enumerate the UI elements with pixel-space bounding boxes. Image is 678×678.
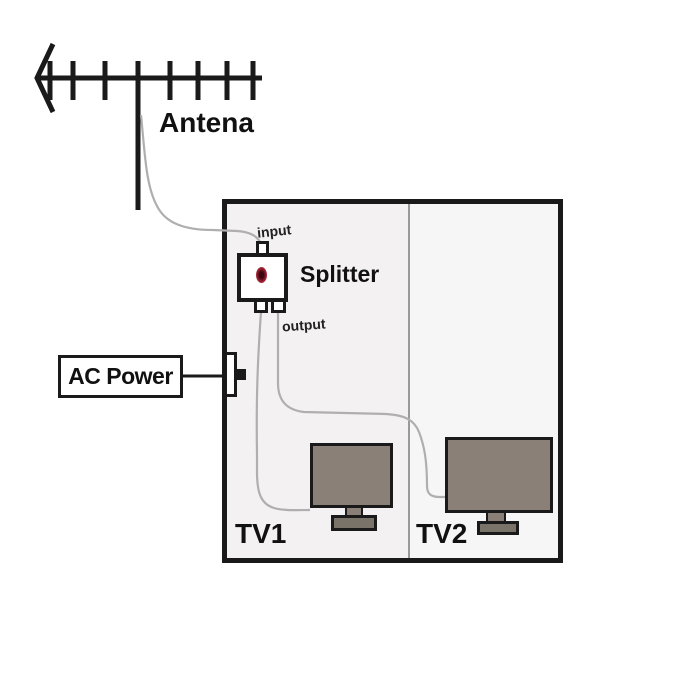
antenna-label: Antena: [159, 107, 254, 138]
tv1-label: TV1: [235, 518, 287, 549]
room-divider-wall: [408, 204, 410, 558]
tv1-monitor: [310, 443, 393, 508]
ac-power-box: AC Power: [58, 355, 183, 398]
coax-cable-splitter-to-tv1: [255, 311, 311, 512]
splitter-led-indicator: [256, 267, 267, 283]
wall-outlet: [224, 352, 237, 397]
ac-power-label: AC Power: [68, 363, 173, 389]
splitter-output-label: output: [281, 315, 327, 335]
tv2-monitor: [445, 437, 553, 513]
outlet-plug: [236, 369, 246, 380]
tv2-label: TV2: [416, 518, 468, 549]
tv2-stand-base: [477, 521, 519, 535]
coax-cable-splitter-to-tv2: [276, 312, 446, 499]
splitter-input-label: input: [256, 221, 292, 241]
antenna-icon: [34, 42, 262, 210]
coax-cable-antenna-to-splitter: [139, 114, 264, 247]
splitter-label: Splitter: [300, 261, 380, 287]
tv1-stand-base: [331, 515, 377, 531]
